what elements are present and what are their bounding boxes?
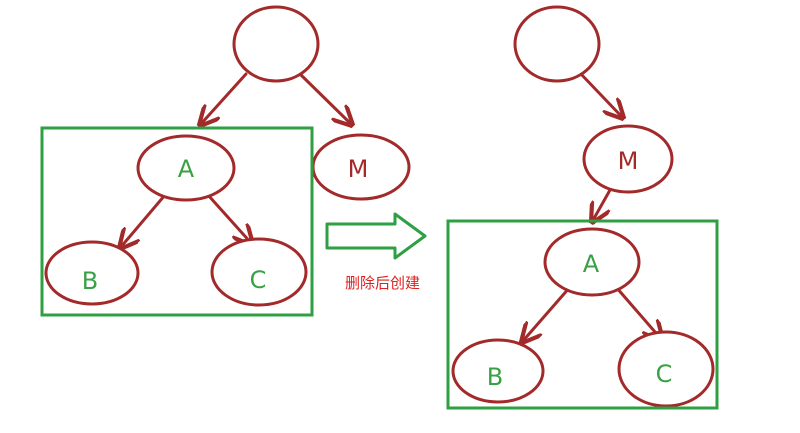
right-root-node (513, 5, 601, 83)
left-node-c (210, 237, 308, 307)
right-node-c (617, 330, 715, 408)
right-node-b (451, 338, 545, 404)
left-root-node (232, 5, 320, 83)
left-label-b: B (82, 267, 98, 295)
right-node-m (582, 124, 674, 194)
edge-root-to-a-left (200, 72, 248, 125)
transform-arrow-icon (325, 212, 427, 260)
edge-a-to-c-left (206, 193, 252, 244)
left-node-b (44, 240, 140, 306)
right-label-c: C (656, 360, 673, 388)
right-label-a: A (583, 250, 600, 278)
left-label-c: C (250, 266, 267, 294)
left-label-m: M (348, 155, 369, 183)
left-node-a (136, 134, 236, 202)
right-label-b: B (487, 363, 503, 391)
edge-a-to-b-left (120, 193, 167, 248)
edge-a-to-c-right (614, 285, 662, 340)
left-subtree-box (40, 126, 314, 317)
right-label-m: M (618, 147, 639, 175)
right-subtree-box (446, 219, 719, 410)
left-label-a: A (178, 155, 195, 183)
edge-a-to-b-right (522, 285, 572, 342)
edge-root-to-m-left (298, 72, 352, 125)
edge-root-to-m-right (578, 71, 623, 118)
right-node-a (543, 227, 641, 297)
edge-m-to-a-right (592, 188, 612, 222)
caption-text: 删除后创建 (345, 274, 421, 292)
